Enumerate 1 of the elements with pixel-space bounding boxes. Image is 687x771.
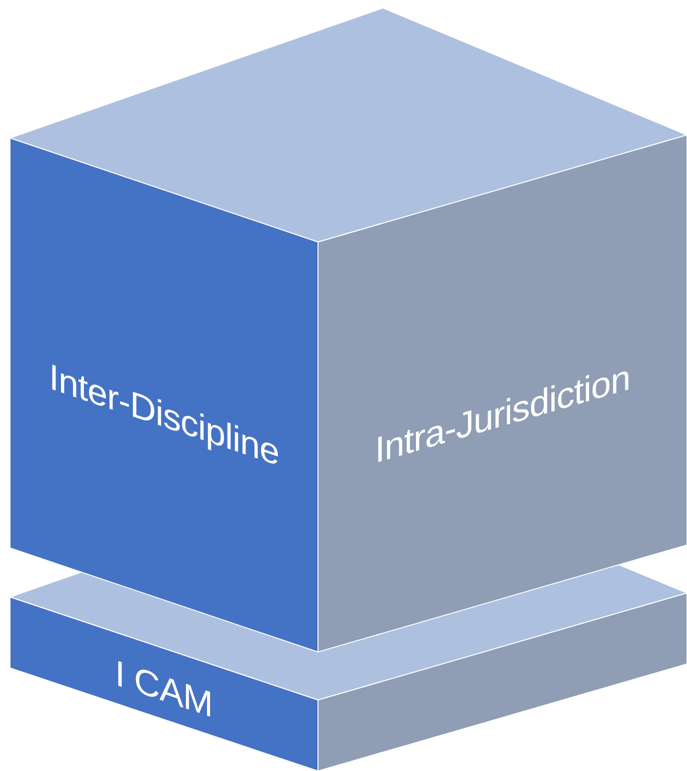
- face-label: I CAM: [115, 652, 213, 726]
